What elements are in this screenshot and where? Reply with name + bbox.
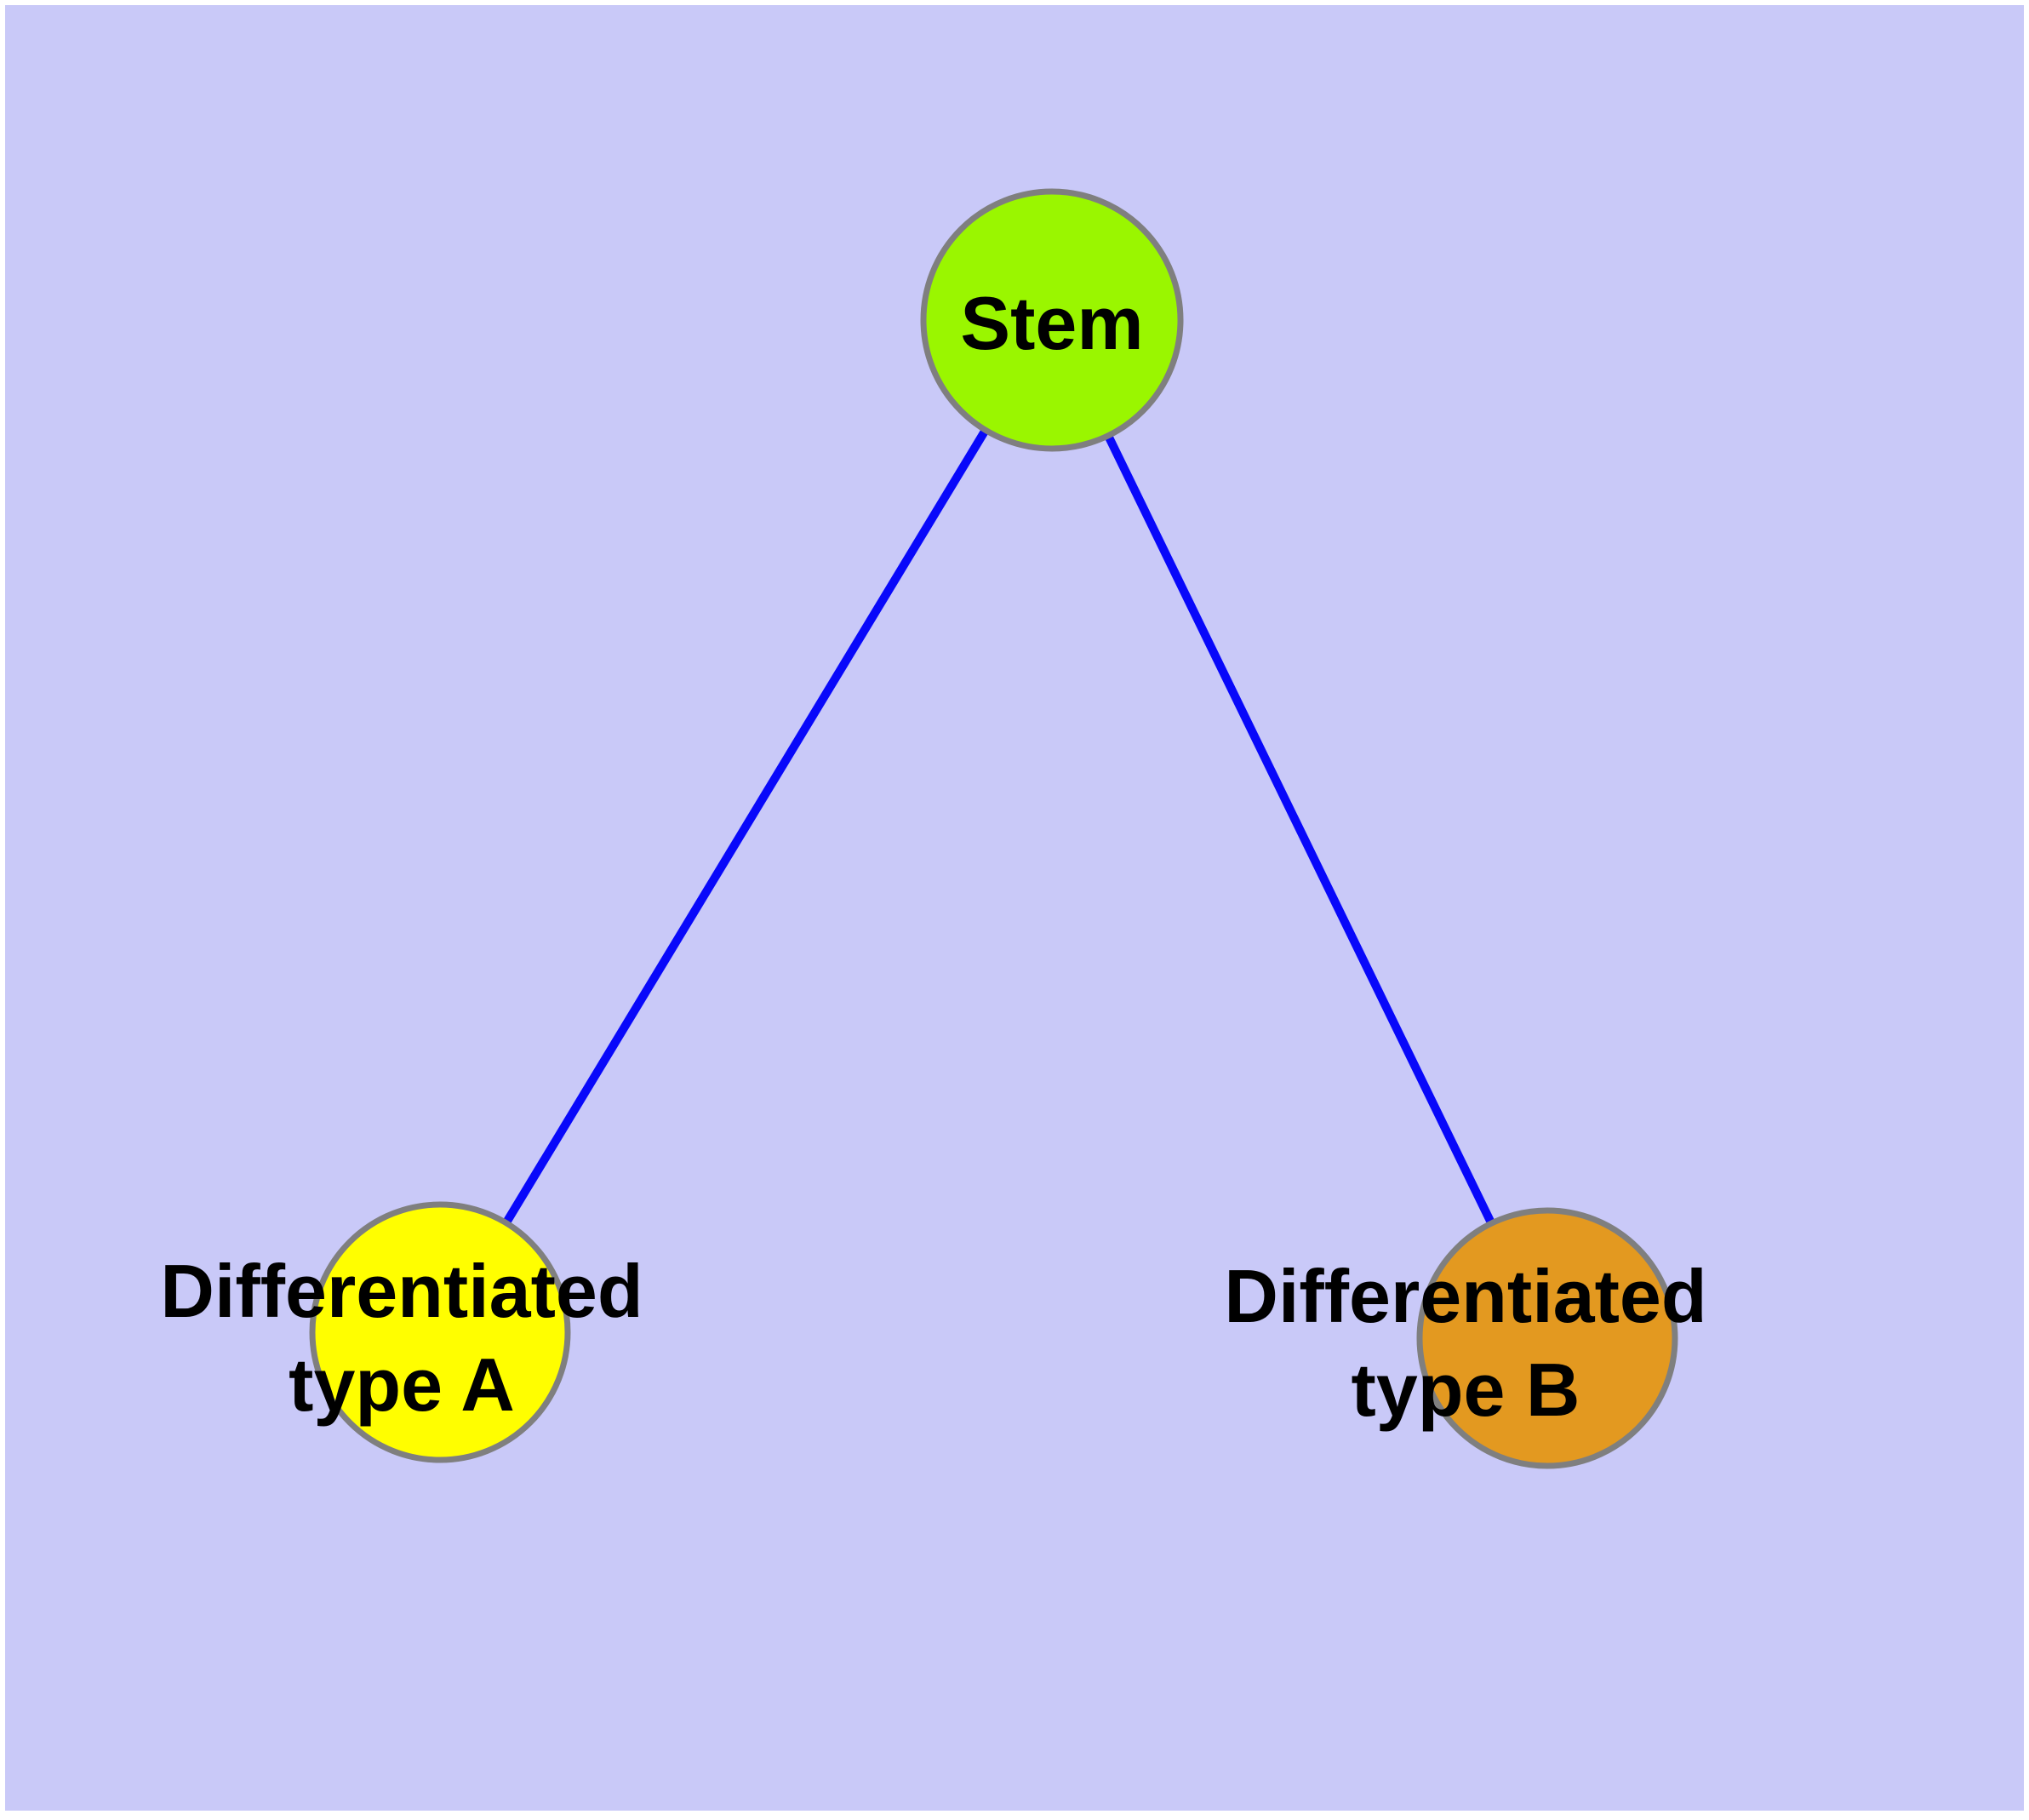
type-a-node-label: Differentiated type A — [160, 1249, 643, 1427]
type-b-node-label: Differentiated type B — [1224, 1254, 1707, 1432]
stem-node-circle — [920, 188, 1184, 452]
type-a-node-circle — [309, 1201, 571, 1463]
edge-stem-to-type-b — [1048, 318, 1552, 1341]
edge-stem-to-type-a — [436, 318, 1056, 1335]
stem-node-label: Stem — [960, 281, 1144, 365]
type-b-node-circle — [1416, 1207, 1678, 1469]
